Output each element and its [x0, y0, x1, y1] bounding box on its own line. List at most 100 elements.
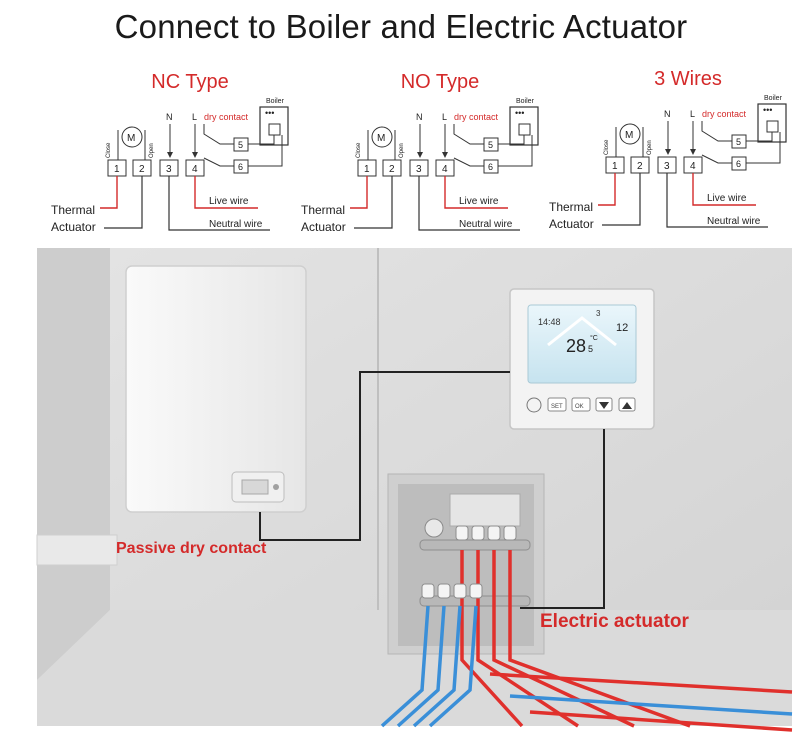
terminal-number: 4	[192, 164, 198, 175]
chevron-down-icon	[599, 402, 609, 409]
manifold-cabinet	[387, 473, 545, 655]
actuator-close-label: Close	[106, 142, 112, 158]
motor-symbol: M	[377, 133, 385, 144]
terminal-number: 4	[442, 164, 448, 175]
terminal-number: 2	[389, 164, 395, 175]
thermostat-temperature: 28	[566, 336, 586, 356]
boiler-dots: •••	[265, 108, 274, 118]
actuator-head	[487, 525, 501, 541]
thermostat-time: 14:48	[538, 317, 561, 327]
terminal-number: 1	[364, 164, 370, 175]
relay-terminal-6-label: 6	[736, 159, 741, 169]
actuator-label: Actuator	[549, 217, 594, 231]
actuator-head	[453, 583, 467, 599]
house-icon	[547, 316, 617, 347]
boiler-wire	[259, 371, 510, 541]
shelf	[36, 534, 118, 566]
actuator-close-label: Close	[604, 139, 610, 155]
boiler-label: Boiler	[764, 95, 783, 102]
terminal-number: 1	[114, 164, 120, 175]
actuator-head	[437, 583, 451, 599]
terminal-number: 1	[612, 161, 618, 172]
thermostat-screen	[527, 304, 637, 384]
side-wall	[37, 248, 110, 680]
wiring-type-title: NO Type	[401, 71, 480, 93]
ok-button-label: OK	[575, 404, 584, 410]
relay-terminal-6-label: 6	[238, 162, 243, 172]
boiler-label: Boiler	[266, 98, 285, 105]
boiler-label: Boiler	[516, 98, 535, 105]
neutral-wire-label: Neutral wire	[707, 216, 761, 227]
terminal-n-label: N	[664, 109, 671, 119]
dry-contact-label: dry contact	[454, 112, 499, 122]
relay-terminal-6-label: 6	[488, 162, 493, 172]
red-pipe	[489, 672, 793, 694]
blue-pipe	[428, 605, 478, 728]
terminal-number: 4	[690, 161, 696, 172]
actuator-label: Actuator	[301, 220, 346, 234]
thermostat: 14:48 3 28 5 °C 12 SET OK	[509, 288, 655, 430]
actuator-open-label: Open	[399, 143, 405, 158]
blue-pipe	[412, 605, 462, 728]
terminal-number: 3	[664, 161, 670, 172]
live-wire-label: Live wire	[707, 193, 747, 204]
motor	[619, 123, 641, 145]
live-wire-label: Live wire	[209, 196, 249, 207]
blue-pipe	[380, 605, 430, 728]
boiler	[125, 265, 307, 513]
boiler-dots: •••	[763, 105, 772, 115]
pressure-gauge	[424, 518, 444, 538]
wiring-type-title: 3 Wires	[654, 68, 722, 90]
chevron-up-icon	[622, 402, 632, 409]
wiring-type-title: NC Type	[151, 71, 228, 93]
electric-actuator-label: Electric actuator	[540, 611, 689, 632]
actuator-open-label: Open	[149, 143, 155, 158]
installation-scene: 14:48 3 28 5 °C 12 SET OK	[36, 248, 793, 732]
set-button[interactable]	[547, 397, 567, 412]
passive-dry-contact-label: Passive dry contact	[116, 540, 267, 557]
set-button-label: SET	[551, 404, 563, 410]
terminal-l-label: L	[442, 112, 447, 122]
blue-pipe	[396, 605, 446, 728]
actuator-head	[421, 583, 435, 599]
dry-contact-label: dry contact	[204, 112, 249, 122]
terminal-number: 2	[637, 161, 643, 172]
dry-contact-label: dry contact	[702, 109, 747, 119]
thermal-label: Thermal	[549, 200, 593, 214]
thermal-label: Thermal	[301, 203, 345, 217]
red-pipe	[492, 550, 635, 728]
terminal-l-label: L	[690, 109, 695, 119]
boiler-relay-icon	[268, 123, 281, 136]
terminal-n-label: N	[166, 112, 173, 122]
actuator-heads	[421, 525, 517, 599]
actuator-head	[455, 525, 469, 541]
actuator-head	[469, 583, 483, 599]
motor	[121, 126, 143, 148]
terminal-l-label: L	[192, 112, 197, 122]
relay-terminal-5-label: 5	[736, 137, 741, 147]
power-button[interactable]	[526, 397, 542, 413]
terminal-number: 3	[416, 164, 422, 175]
terminal-n-label: N	[416, 112, 423, 122]
actuator-close-label: Close	[356, 142, 362, 158]
motor	[371, 126, 393, 148]
actuator-label: Actuator	[51, 220, 96, 234]
boiler-dots: •••	[515, 108, 524, 118]
red-pipe	[529, 710, 793, 732]
live-wire-label: Live wire	[459, 196, 499, 207]
ok-button[interactable]	[571, 397, 591, 412]
neutral-wire-label: Neutral wire	[459, 219, 513, 230]
floor	[37, 610, 792, 726]
actuator-open-label: Open	[647, 140, 653, 155]
boiler-relay-icon	[518, 123, 531, 136]
blue-pipe	[509, 694, 793, 716]
relay-terminal-5-label: 5	[488, 140, 493, 150]
motor-symbol: M	[127, 133, 135, 144]
neutral-wire-label: Neutral wire	[209, 219, 263, 230]
terminal-number: 2	[139, 164, 145, 175]
thermostat-unit: °C	[590, 334, 598, 342]
